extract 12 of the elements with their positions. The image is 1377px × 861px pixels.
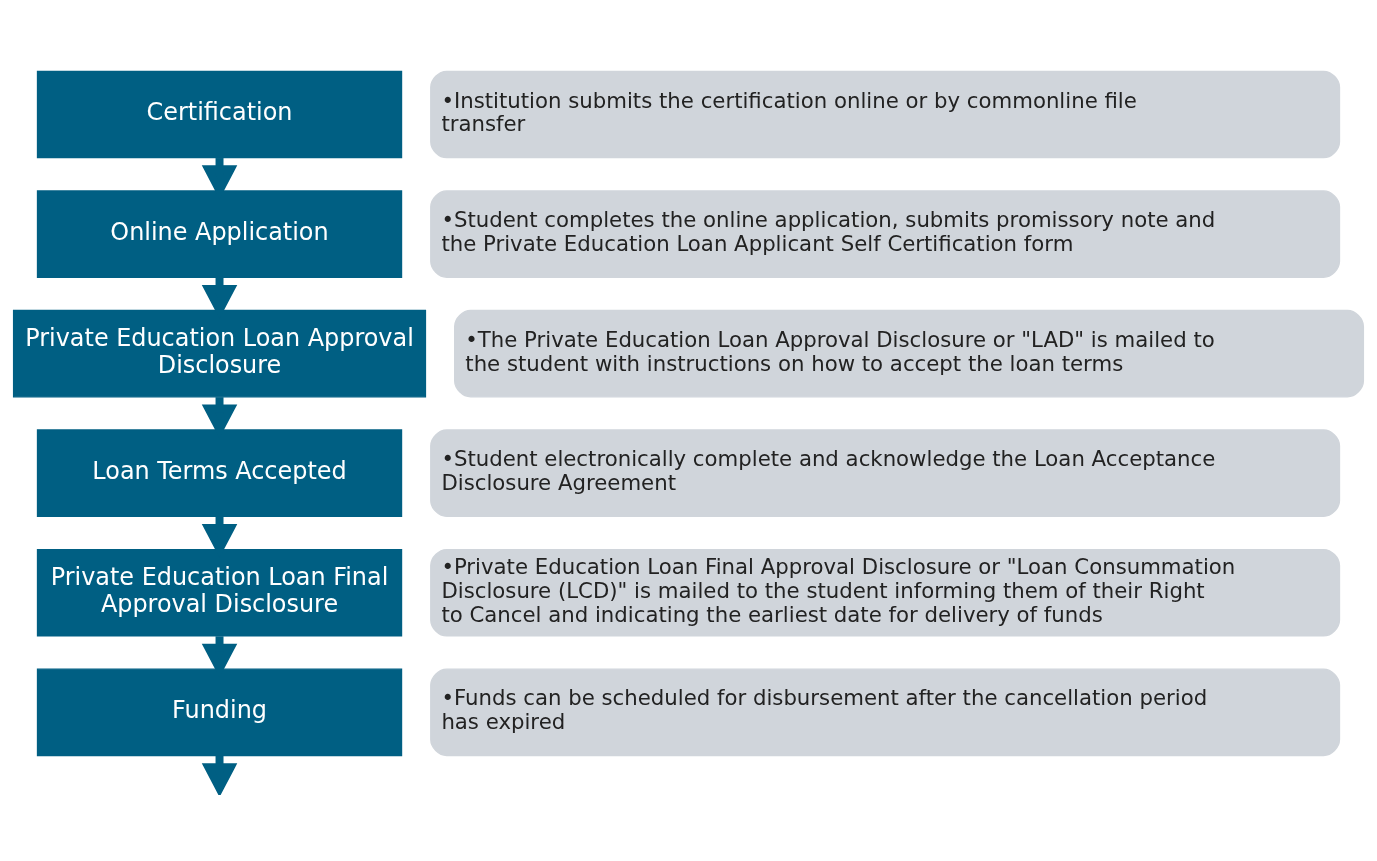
node-box: Private Education Loan Final Approval Disclosure (36, 548, 403, 637)
node-box: •Funds can be scheduled for disbursement after the cancellation period has expired (430, 668, 1341, 757)
node-box: Private Education Loan Approval Disclosure (12, 309, 427, 398)
node-box: Online Application (36, 190, 403, 278)
node-box: •The Private Education Loan Approval Disclosure or "LAD" is mailed to the student with instructions on how to accept the loan terms (454, 309, 1365, 398)
node-box: Certification (36, 70, 403, 159)
node-box: •Private Education Loan Final Approval Disclosure or "Loan Consummation Disclosure (LCD)" is mailed to the student informing them of their Right to Cancel and indicating the earliest date for delivery of funds (430, 548, 1341, 637)
node-box: •Student completes the online application, submits promissory note and the Private Education Loan Applicant Self Certification form (430, 190, 1341, 278)
node-box: Funding (36, 668, 403, 757)
node-box: •Institution submits the certification online or by commonline file transfer (430, 70, 1341, 159)
node-box: •Student electronically complete and acknowledge the Loan Acceptance Disclosure Agreement (430, 429, 1341, 518)
node-box: Loan Terms Accepted (36, 429, 403, 518)
